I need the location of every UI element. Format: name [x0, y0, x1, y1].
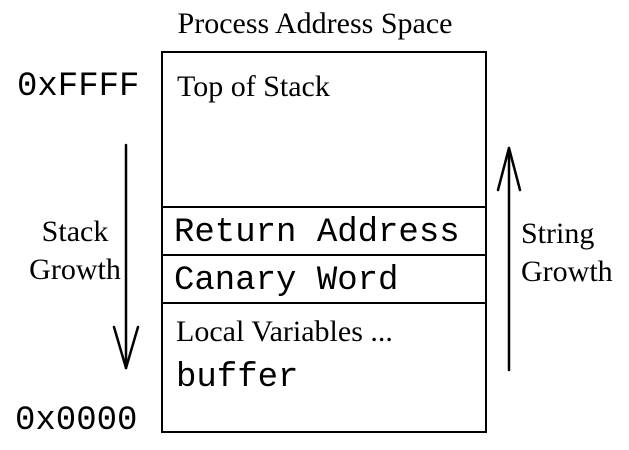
- string-growth-label: String Growth: [521, 215, 629, 291]
- local-variables-label: Local Variables ...: [176, 315, 393, 348]
- address-label-top: 0xFFFF: [17, 68, 140, 106]
- string-growth-line2: Growth: [521, 255, 613, 288]
- memory-section-canary-word: Canary Word: [163, 256, 485, 304]
- diagram-title: Process Address Space: [177, 7, 453, 40]
- memory-section-top-of-stack: Top of Stack: [163, 53, 485, 208]
- top-of-stack-label: Top of Stack: [177, 70, 330, 103]
- stack-growth-label: Stack Growth: [15, 213, 135, 289]
- stack-growth-down-arrow-icon: [112, 143, 140, 370]
- stack-growth-line2: Growth: [29, 253, 121, 286]
- process-address-space-box: Top of Stack Return Address Canary Word …: [161, 51, 487, 433]
- return-address-label: Return Address: [174, 214, 460, 252]
- memory-section-return-address: Return Address: [163, 208, 485, 256]
- buffer-label: buffer: [176, 359, 299, 397]
- stack-growth-line1: Stack: [41, 215, 109, 248]
- address-label-bottom: 0x0000: [15, 402, 138, 440]
- string-growth-line1: String: [521, 217, 595, 250]
- canary-word-label: Canary Word: [174, 262, 399, 300]
- string-growth-up-arrow-icon: [496, 146, 522, 372]
- memory-section-local-variables: Local Variables ... buffer: [163, 304, 485, 447]
